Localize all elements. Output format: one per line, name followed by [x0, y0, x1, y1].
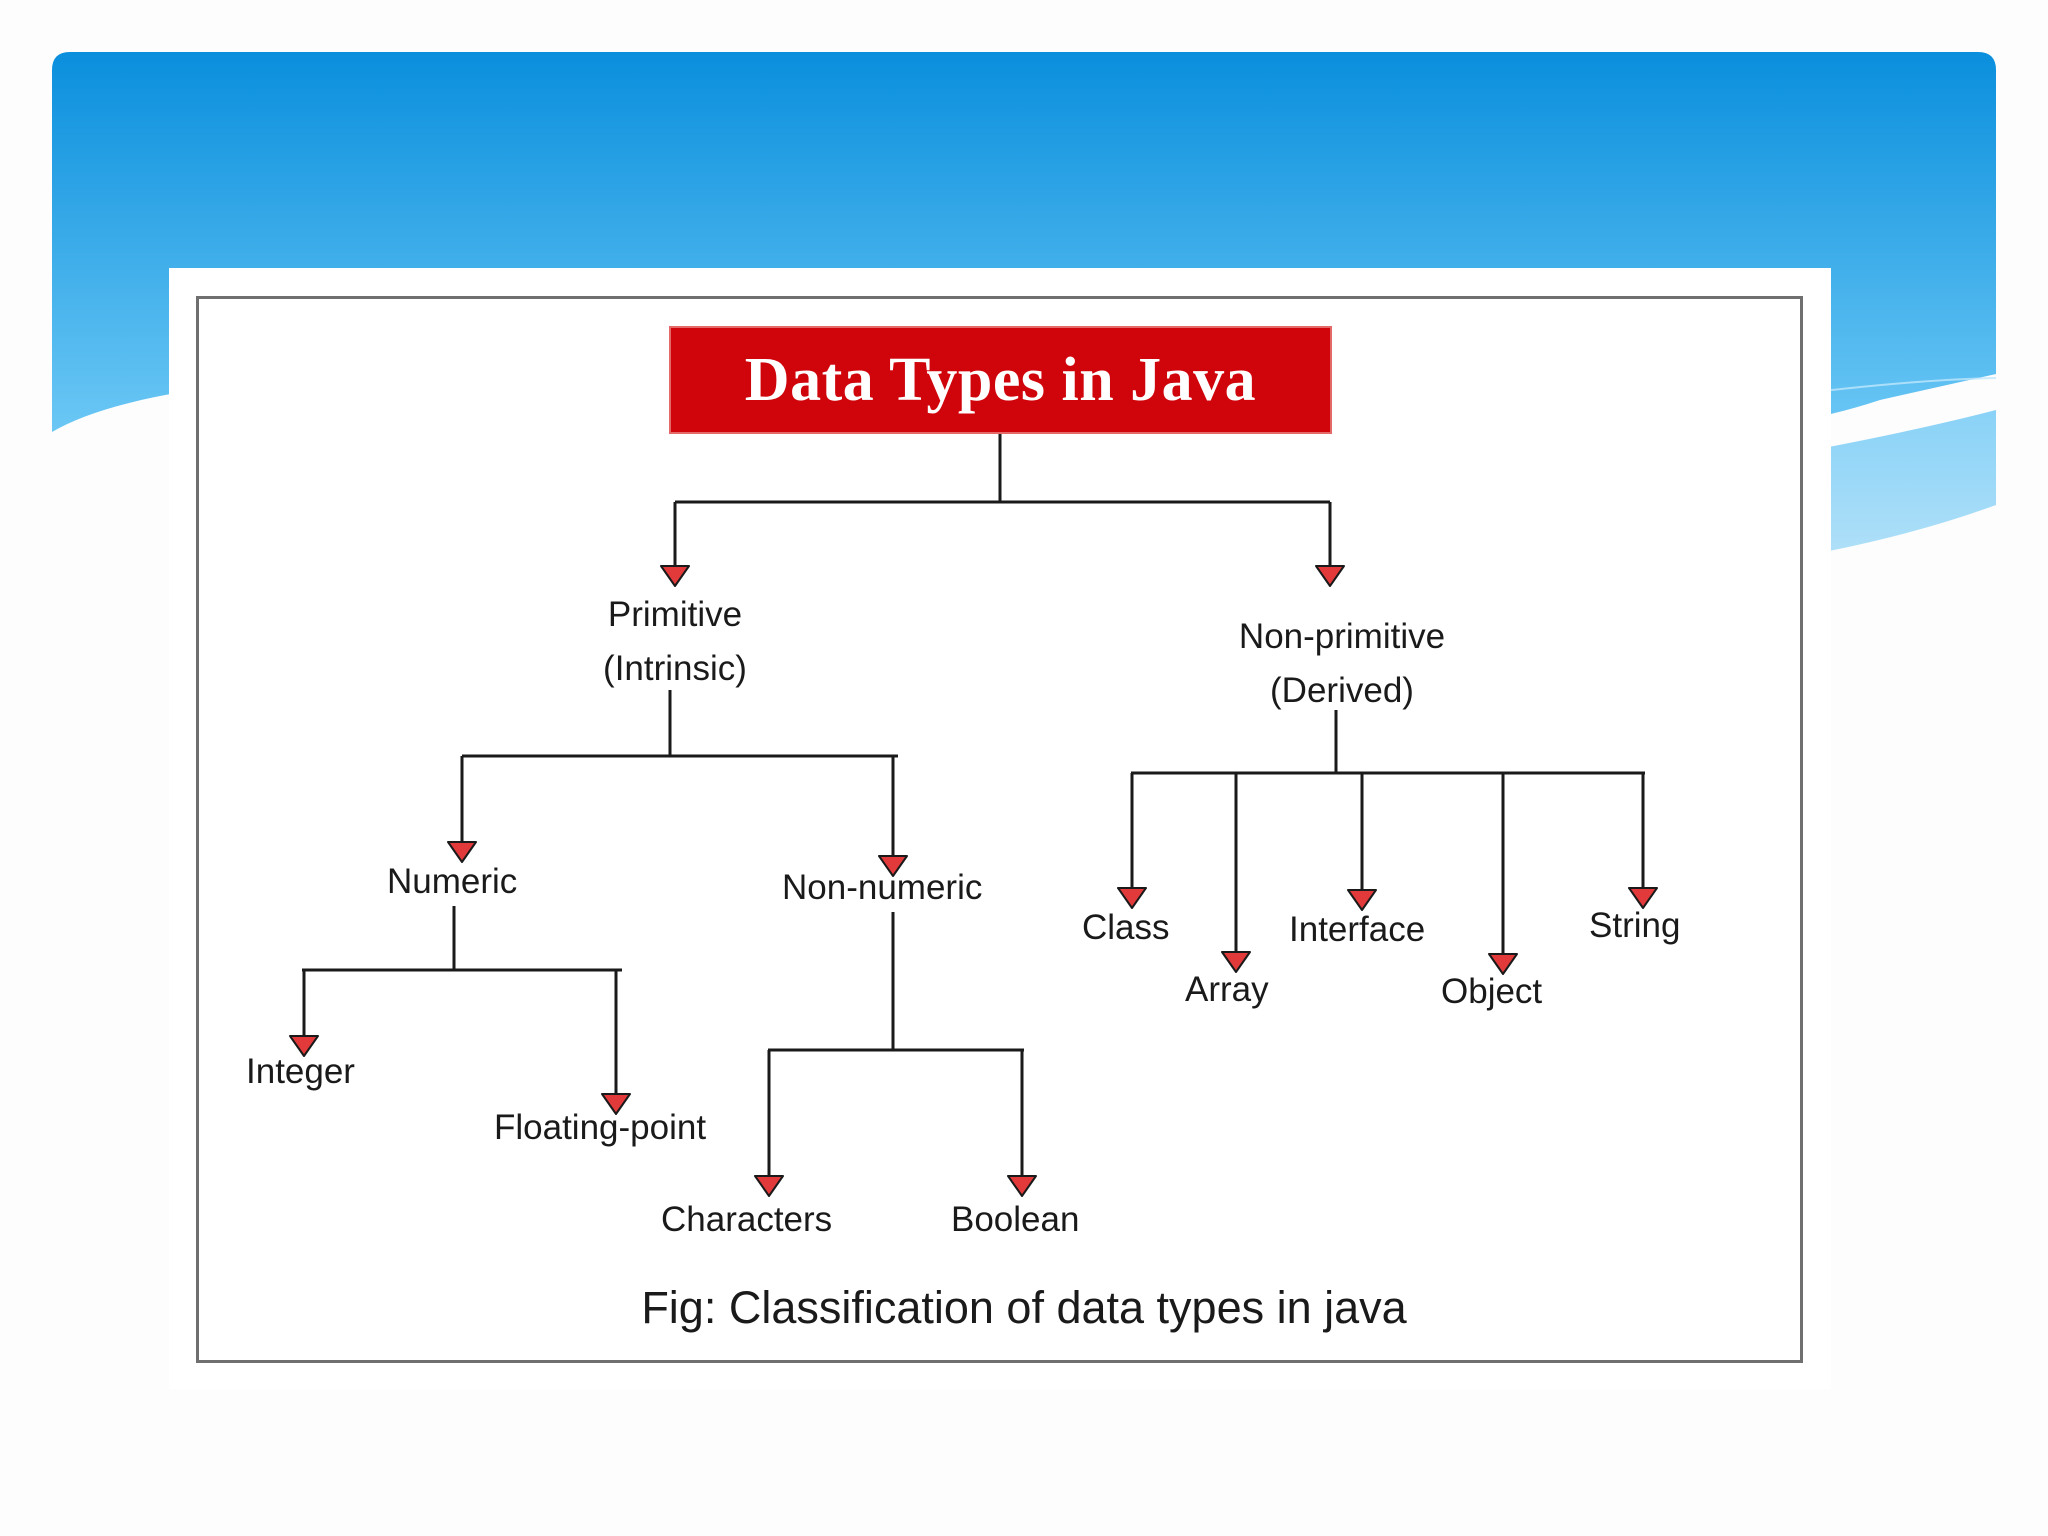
- arrow-class: [1117, 887, 1147, 909]
- node-boolean: Boolean: [951, 1200, 1080, 1239]
- node-primitive: Primitive (Intrinsic): [575, 588, 775, 696]
- arrow-string: [1628, 887, 1658, 909]
- node-non-primitive-line1: Non-primitive: [1238, 617, 1446, 656]
- arrow-integer: [289, 1035, 319, 1057]
- node-primitive-line1: Primitive: [607, 595, 743, 634]
- node-characters: Characters: [661, 1200, 833, 1239]
- node-non-primitive: Non-primitive (Derived): [1192, 610, 1492, 718]
- node-array: Array: [1185, 970, 1269, 1009]
- arrow-characters: [754, 1175, 784, 1197]
- arrow-boolean: [1007, 1175, 1037, 1197]
- node-numeric: Numeric: [387, 862, 518, 901]
- arrow-array: [1221, 951, 1251, 973]
- arrow-non-numeric: [878, 855, 908, 877]
- node-floating-point: Floating-point: [494, 1108, 707, 1147]
- node-non-primitive-line2: (Derived): [1270, 671, 1414, 710]
- figure-caption: Fig: Classification of data types in jav…: [641, 1282, 1407, 1333]
- node-class: Class: [1082, 908, 1170, 947]
- diagram-title: Data Types in Java: [669, 326, 1332, 434]
- arrow-primitive: [660, 565, 690, 587]
- node-non-numeric: Non-numeric: [782, 868, 983, 907]
- node-string: String: [1589, 906, 1681, 945]
- arrow-floating-point: [601, 1093, 631, 1115]
- node-object: Object: [1441, 972, 1543, 1011]
- arrow-object: [1488, 953, 1518, 975]
- node-integer: Integer: [246, 1052, 355, 1091]
- arrow-interface: [1347, 889, 1377, 911]
- node-interface: Interface: [1289, 910, 1426, 949]
- arrow-non-primitive: [1315, 565, 1345, 587]
- node-primitive-line2: (Intrinsic): [603, 649, 747, 688]
- arrow-numeric: [447, 841, 477, 863]
